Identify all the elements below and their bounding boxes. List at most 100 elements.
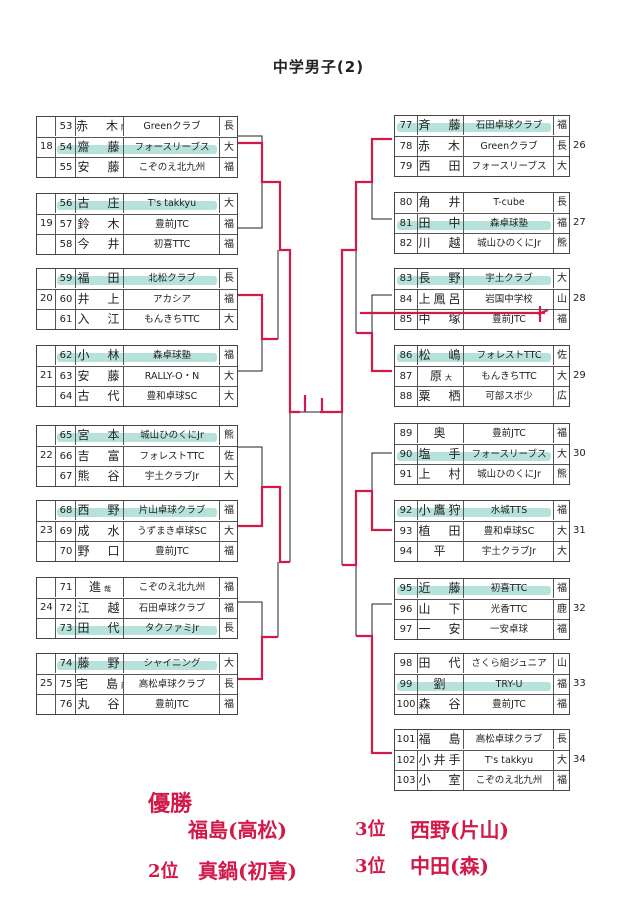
player-prefecture-text: 大 xyxy=(224,314,234,325)
player-prefecture: 山 xyxy=(553,654,570,673)
player-team-text: 高松卓球クラブ xyxy=(138,679,206,690)
winner-path-left xyxy=(238,141,300,414)
player-number-text: 67 xyxy=(59,471,73,482)
player-name: 森 谷 xyxy=(417,695,464,714)
player-prefecture-text: 佐 xyxy=(224,451,234,462)
player-number: 99 xyxy=(395,675,417,694)
player-team: 宇土クラブ xyxy=(463,269,554,288)
player-name: 塩 手 xyxy=(417,445,464,464)
player-number-text: 90 xyxy=(399,449,413,460)
winner-path-right xyxy=(356,634,392,755)
player-name-text: 山 下 xyxy=(418,602,464,616)
winner-highlight xyxy=(57,661,217,670)
player-team-text: さくら組ジュニア xyxy=(471,658,547,669)
player-name: 角 井 xyxy=(417,193,464,212)
player-number: 102 xyxy=(395,751,417,770)
player-team-text: こぞのえ北九州 xyxy=(138,162,206,173)
player-prefecture: 福 xyxy=(219,215,238,234)
player-number-text: 81 xyxy=(399,218,413,229)
player-team-text: フォースリーブス xyxy=(471,449,547,460)
player-number: 70 xyxy=(55,542,76,561)
player-number-text: 59 xyxy=(59,273,73,284)
player-team: フォースリーブス xyxy=(463,157,554,176)
group-number: 22 xyxy=(40,450,53,461)
player-prefecture: 福 xyxy=(553,695,570,714)
player-number: 75 xyxy=(55,675,76,694)
winner-highlight xyxy=(397,452,551,461)
player-number-text: 64 xyxy=(59,391,73,402)
player-name-text: 田 代 xyxy=(418,656,464,670)
player-prefecture: 長 xyxy=(219,117,238,136)
player-number-text: 80 xyxy=(399,197,413,208)
player-prefecture-text: 福 xyxy=(224,505,234,516)
player-name-text: 近 藤 xyxy=(418,581,464,595)
player-number: 100 xyxy=(395,695,417,714)
player-number: 87 xyxy=(395,367,417,386)
player-prefecture-text: 大 xyxy=(557,546,567,557)
player-prefecture: 福 xyxy=(553,501,570,520)
player-team-text: 石田卓球クラブ xyxy=(138,603,206,614)
player-number: 65 xyxy=(55,426,76,445)
player-prefecture: 鹿 xyxy=(553,600,570,619)
player-team: 豊前JTC xyxy=(463,424,554,443)
player-prefecture: 福 xyxy=(553,116,570,135)
player-number: 64 xyxy=(55,387,76,406)
group-number: 20 xyxy=(40,293,53,304)
group-number: 32 xyxy=(573,603,586,614)
player-name-text: 丸 谷 xyxy=(77,697,123,711)
player-number-text: 65 xyxy=(59,430,73,441)
player-team: 豊前JTC xyxy=(463,310,554,329)
winner-highlight xyxy=(397,221,551,230)
player-name: 野 口 xyxy=(75,542,124,561)
player-number-text: 99 xyxy=(399,679,413,690)
winner-path-right xyxy=(320,137,392,414)
player-prefecture: 広 xyxy=(553,387,570,406)
player-team-text: 森卓球塾 xyxy=(152,350,191,361)
player-name: 宮 本 xyxy=(75,426,124,445)
player-team-text: アカシア xyxy=(152,294,191,305)
handwritten-champion-name: 福島(高松) xyxy=(188,818,287,842)
player-team: 豊前JTC xyxy=(123,542,220,561)
player-name-text: 宅 島 xyxy=(76,677,122,691)
player-name: 近 藤 xyxy=(417,579,464,598)
player-prefecture: 福 xyxy=(553,579,570,598)
player-name: 平 xyxy=(417,542,464,561)
player-prefecture-text: 福 xyxy=(224,294,234,305)
player-team-text: 初喜TTC xyxy=(490,583,528,594)
player-name: 奥 xyxy=(417,424,464,443)
player-prefecture: 大 xyxy=(553,751,570,770)
player-team-text: T's takkyu xyxy=(484,755,534,766)
player-team-text: 北松クラブ xyxy=(148,273,196,284)
player-number-text: 57 xyxy=(59,219,73,230)
player-number: 53 xyxy=(55,117,76,136)
player-team-text: 一安卓球 xyxy=(489,624,528,635)
player-name: 田 中 xyxy=(417,214,464,233)
player-team: 初喜TTC xyxy=(463,579,554,598)
player-name: 長 野 xyxy=(417,269,464,288)
player-name-text: 古 庄 xyxy=(77,196,123,210)
player-prefecture: 福 xyxy=(219,346,238,365)
player-team-text: フォースリーブス xyxy=(471,161,547,172)
player-team: 光香TTC xyxy=(463,600,554,619)
player-name: 劉 xyxy=(417,675,464,694)
winner-path-right xyxy=(356,331,392,373)
player-prefecture: 大 xyxy=(219,194,238,213)
player-prefecture-text: 大 xyxy=(224,371,234,382)
handwritten-champion-label: 優勝 xyxy=(148,791,193,817)
player-prefecture-text: 福 xyxy=(557,120,567,131)
